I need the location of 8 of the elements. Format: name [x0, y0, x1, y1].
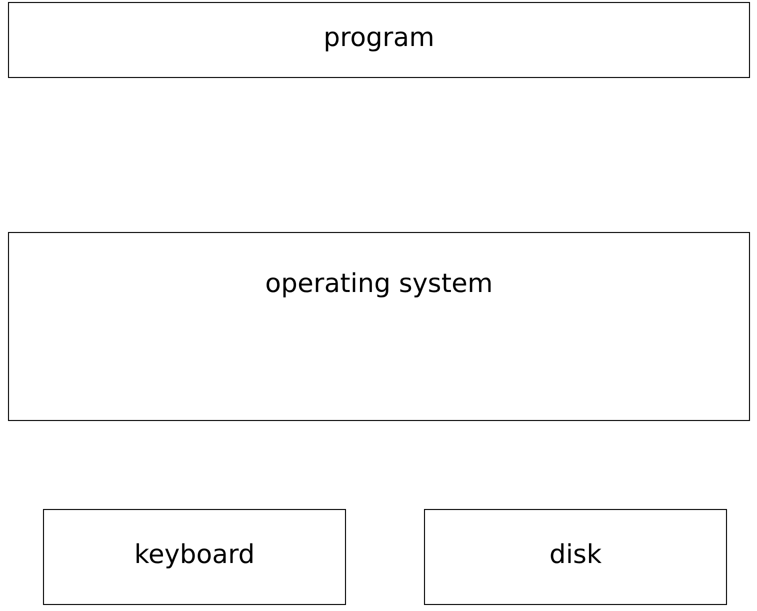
box-label: operating system	[264, 269, 494, 299]
layer-box	[424, 509, 727, 605]
box-label: disk	[548, 540, 603, 570]
layer-box	[8, 232, 750, 421]
layer-box	[8, 2, 750, 78]
layer-box	[43, 509, 346, 605]
box-label: keyboard	[133, 540, 256, 570]
box-label: program	[322, 23, 436, 53]
